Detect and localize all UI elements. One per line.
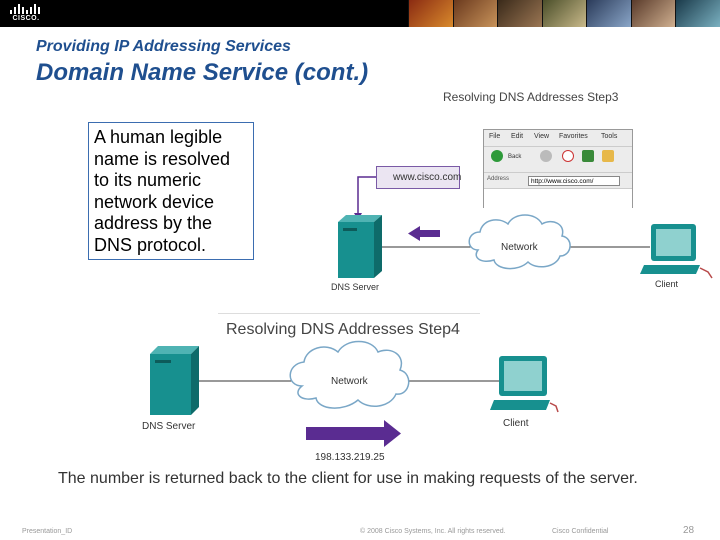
step3-client-icon	[640, 224, 713, 279]
back-label[interactable]: Back	[508, 154, 522, 160]
browser-address-bar: Address http://www.cisco.com/	[484, 172, 632, 187]
banner-photos	[408, 0, 720, 27]
footer-confidential: Cisco Confidential	[552, 528, 609, 535]
step4-title: Resolving DNS Addresses Step4	[226, 321, 460, 338]
step3-server-label: DNS Server	[331, 282, 380, 292]
ip-address-label: 198.133.219.25	[315, 452, 385, 463]
stop-icon[interactable]	[562, 150, 574, 162]
browser-menu-bar: File Edit View Favorites Tools	[484, 130, 632, 144]
page-number: 28	[683, 525, 695, 536]
home-icon[interactable]	[602, 150, 614, 162]
refresh-icon[interactable]	[582, 150, 594, 162]
step3-arrow-icon	[408, 226, 440, 241]
footer-presentation-id: Presentation_ID	[22, 528, 73, 535]
step3-client-label: Client	[655, 279, 679, 289]
top-banner: CISCO.	[0, 0, 720, 27]
address-label: Address	[487, 176, 510, 182]
menu-favorites[interactable]: Favorites	[559, 133, 588, 140]
back-arrow-icon[interactable]	[491, 150, 503, 162]
menu-view[interactable]: View	[534, 133, 550, 140]
forward-arrow-icon[interactable]	[540, 150, 552, 162]
menu-tools[interactable]: Tools	[601, 133, 618, 140]
query-callout-line	[357, 176, 376, 215]
step3-title: Resolving DNS Addresses Step3	[443, 90, 619, 104]
description-box: A human legible name is resolved to its …	[88, 122, 254, 260]
bottom-caption: The number is returned back to the clien…	[58, 470, 638, 487]
step4-client-icon	[490, 356, 559, 413]
cisco-logo: CISCO.	[8, 3, 44, 23]
slide-subtitle: Providing IP Addressing Services	[36, 38, 291, 55]
step3-network-cloud	[468, 214, 571, 270]
step4-network-label: Network	[331, 376, 368, 387]
step3-network-label: Network	[501, 242, 538, 253]
footer-copyright: © 2008 Cisco Systems, Inc. All rights re…	[360, 528, 506, 535]
step4-arrow-icon	[306, 420, 401, 447]
browser-page-area	[484, 188, 632, 208]
step4-server-label: DNS Server	[142, 421, 196, 432]
step3-server-icon	[338, 215, 382, 278]
step4-separator	[218, 313, 480, 314]
step4-client-label: Client	[503, 418, 529, 429]
step4-server-icon	[150, 346, 199, 415]
browser-toolbar: Back	[484, 146, 632, 167]
menu-edit[interactable]: Edit	[511, 133, 524, 140]
address-input[interactable]: http://www.cisco.com/	[528, 176, 620, 186]
browser-window: File Edit View Favorites Tools Back Addr…	[483, 129, 633, 208]
menu-file[interactable]: File	[489, 133, 501, 140]
step4-network-cloud	[289, 340, 410, 409]
logo-text: CISCO.	[12, 15, 40, 22]
slide-title: Domain Name Service (cont.)	[36, 59, 369, 86]
dns-query-box: www.cisco.com	[376, 166, 461, 189]
